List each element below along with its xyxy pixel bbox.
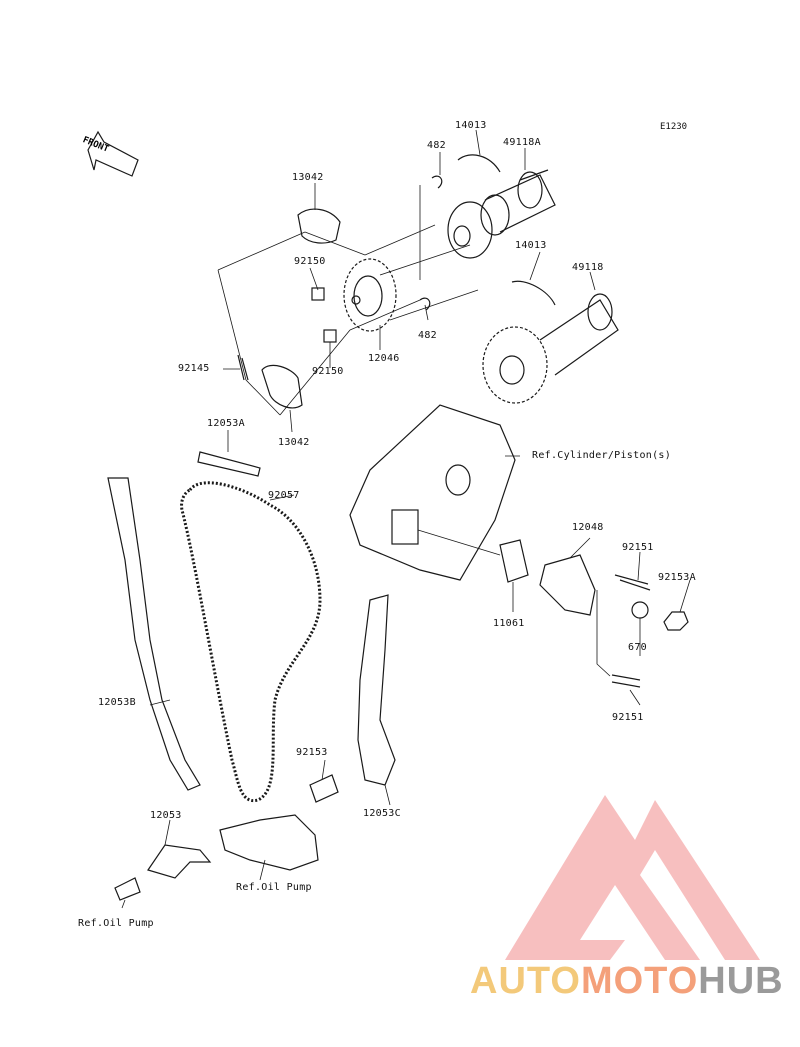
tensioner-12048 <box>539 554 689 688</box>
label-ref-oil-pump-left: Ref.Oil Pump <box>78 918 154 929</box>
label-ref-oil-pump-right: Ref.Oil Pump <box>236 882 312 893</box>
label-92151-upper: 92151 <box>622 542 654 553</box>
label-12046: 12046 <box>368 353 400 364</box>
cylinder-bore <box>445 464 471 496</box>
guide-12053b <box>107 477 201 791</box>
label-14013-lower: 14013 <box>515 240 547 251</box>
clip-482-a <box>431 175 443 189</box>
leader-11061 <box>417 529 514 612</box>
clip-482-b <box>419 297 431 311</box>
weight-13042-upper <box>297 208 341 244</box>
diagram-code: E1230 <box>660 122 688 132</box>
label-482-lower: 482 <box>418 330 437 341</box>
label-12053c: 12053C <box>363 808 401 819</box>
bolt-oil-pump <box>114 877 141 901</box>
label-92057: 92057 <box>268 490 300 501</box>
label-670: 670 <box>628 642 647 653</box>
label-13042-lower: 13042 <box>278 437 310 448</box>
label-92150-upper: 92150 <box>294 256 326 267</box>
assembly-lines <box>217 185 479 416</box>
tensioner-port <box>391 509 419 545</box>
gasket-11061 <box>499 539 529 583</box>
label-12053: 12053 <box>150 810 182 821</box>
camshaft-49118a <box>447 154 556 259</box>
spring-92145 <box>237 354 249 381</box>
label-12053a: 12053A <box>207 418 245 429</box>
bracket-12053 <box>147 844 212 879</box>
label-92153a: 92153A <box>658 572 696 583</box>
label-482-upper: 482 <box>427 140 446 151</box>
label-12048: 12048 <box>572 522 604 533</box>
leader-lines <box>121 129 691 909</box>
weight-13042-lower <box>261 364 303 409</box>
label-49118: 49118 <box>572 262 604 273</box>
oil-pump <box>219 814 319 871</box>
watermark-logo <box>505 795 760 960</box>
label-92153: 92153 <box>296 747 328 758</box>
sprocket-12046 <box>343 258 397 332</box>
label-14013-upper: 14013 <box>455 120 487 131</box>
label-92151-lower: 92151 <box>612 712 644 723</box>
bolt-92150-a <box>311 287 325 301</box>
cylinder-head <box>349 404 516 581</box>
guide-12053a <box>197 451 261 477</box>
watermark-text: AUTOMOTOHUB <box>470 960 784 1002</box>
label-12053b: 12053B <box>98 697 136 708</box>
bolt-92150-b <box>323 329 337 343</box>
label-ref-cylinder: Ref.Cylinder/Piston(s) <box>532 450 672 461</box>
label-92145: 92145 <box>178 363 210 374</box>
front-arrow <box>87 130 139 177</box>
label-92150-lower: 92150 <box>312 366 344 377</box>
label-49118a: 49118A <box>503 137 541 148</box>
label-11061: 11061 <box>493 618 525 629</box>
bolt-92153 <box>309 774 339 803</box>
guide-12053c <box>357 594 396 786</box>
label-13042-upper: 13042 <box>292 172 324 183</box>
camshaft-49118 <box>482 280 619 404</box>
